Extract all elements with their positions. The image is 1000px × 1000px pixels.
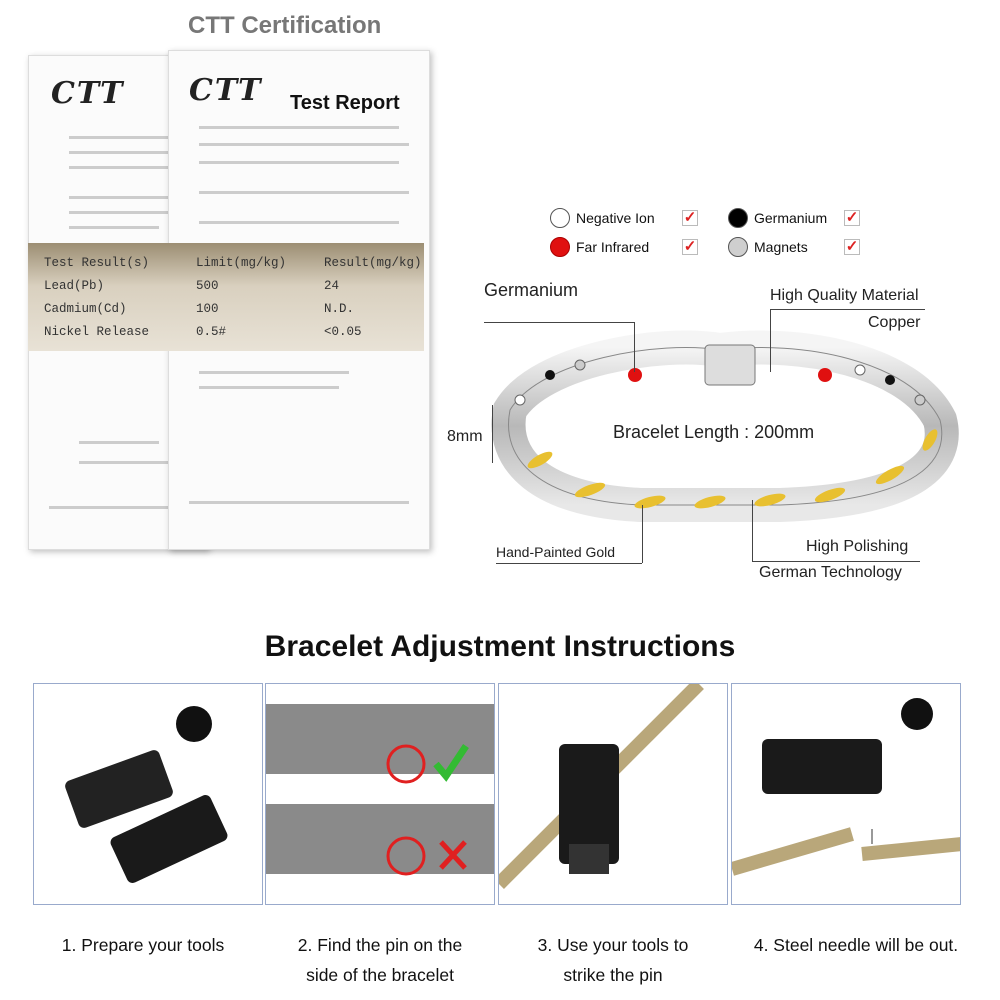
legend-label: Far Infrared: [576, 239, 650, 255]
instructions-title: Bracelet Adjustment Instructions: [264, 630, 736, 663]
caption-line: side of the bracelet: [306, 965, 454, 985]
legend-label: Germanium: [754, 210, 828, 226]
legend-far-infrared: Far Infrared ✓: [550, 237, 698, 257]
ctt-logo: CTT: [51, 76, 125, 111]
gold-label: Hand-Painted Gold: [496, 544, 616, 560]
step-3-caption: 3. Use your tools to strike the pin: [498, 930, 728, 990]
width-label: 8mm: [447, 428, 483, 445]
caption-line: 4. Steel needle will be out.: [753, 935, 959, 955]
legend-label: Negative Ion: [576, 210, 655, 226]
caption-line: 1. Prepare your tools: [61, 935, 225, 955]
legend-label: Magnets: [754, 239, 808, 255]
germanium-label: Germanium: [484, 280, 579, 300]
header-cell: Limit(mg/kg): [196, 256, 287, 270]
check-icon: [433, 744, 469, 782]
caption-line: strike the pin: [563, 965, 663, 985]
grey-stone-icon: [728, 237, 748, 257]
step-1-caption: 1. Prepare your tools: [33, 930, 253, 960]
cell: N.D.: [324, 302, 355, 316]
cell: Lead(Pb): [44, 279, 105, 293]
cell: Nickel Release: [44, 325, 150, 339]
checkbox-icon: ✓: [844, 238, 860, 255]
test-results-table: Test Result(s)Limit(mg/kg)Result(mg/kg) …: [28, 243, 424, 351]
table-header: Test Result(s) Limit(mg/kg) Result(mg/kg): [44, 256, 424, 270]
table-row: Nickel Release 0.5# <0.05: [44, 325, 424, 339]
material-label: High Quality Material: [770, 287, 919, 304]
cell: Cadmium(Cd): [44, 302, 127, 316]
step-3-image: [498, 683, 728, 905]
white-stone-icon: [550, 208, 570, 228]
step-2-caption: 2. Find the pin on the side of the bracel…: [265, 930, 495, 990]
cell: 500: [196, 279, 219, 293]
bracelet-image: [491, 330, 959, 522]
step-2-image: [265, 683, 495, 905]
legend-magnets: Magnets ✓: [728, 237, 860, 257]
german-tech-label: German Technology: [759, 564, 902, 581]
test-report-heading: Test Report: [290, 92, 400, 114]
header-cell: Result(mg/kg): [324, 256, 422, 270]
copper-label: Copper: [868, 314, 921, 331]
checkbox-icon: ✓: [682, 238, 698, 255]
black-stone-icon: [728, 208, 748, 228]
far-infrared-stone: [628, 368, 642, 382]
red-stone-icon: [550, 237, 570, 257]
header-cell: Test Result(s): [44, 256, 150, 270]
step-1-image: [33, 683, 263, 905]
legend-negative-ion: Negative Ion ✓: [550, 208, 698, 228]
caption-line: 3. Use your tools to: [537, 935, 689, 955]
caption-line: 2. Find the pin on the: [297, 935, 463, 955]
table-row: Lead(Pb) 500 24: [44, 279, 424, 293]
cell: 24: [324, 279, 340, 293]
checkbox-icon: ✓: [682, 209, 698, 226]
length-label: Bracelet Length : 200mm: [613, 422, 815, 442]
cross-icon: [439, 840, 467, 870]
cell: 100: [196, 302, 219, 316]
polishing-label: High Polishing: [806, 538, 909, 555]
cell: <0.05: [324, 325, 362, 339]
ctt-logo: CTT: [189, 73, 263, 108]
cell: 0.5#: [196, 325, 227, 339]
certification-title: CTT Certification: [188, 12, 382, 39]
table-row: Cadmium(Cd) 100 N.D.: [44, 302, 424, 316]
step-4-caption: 4. Steel needle will be out.: [731, 930, 981, 960]
step-4-image: [731, 683, 961, 905]
legend-germanium: Germanium ✓: [728, 208, 860, 228]
checkbox-icon: ✓: [844, 209, 860, 226]
